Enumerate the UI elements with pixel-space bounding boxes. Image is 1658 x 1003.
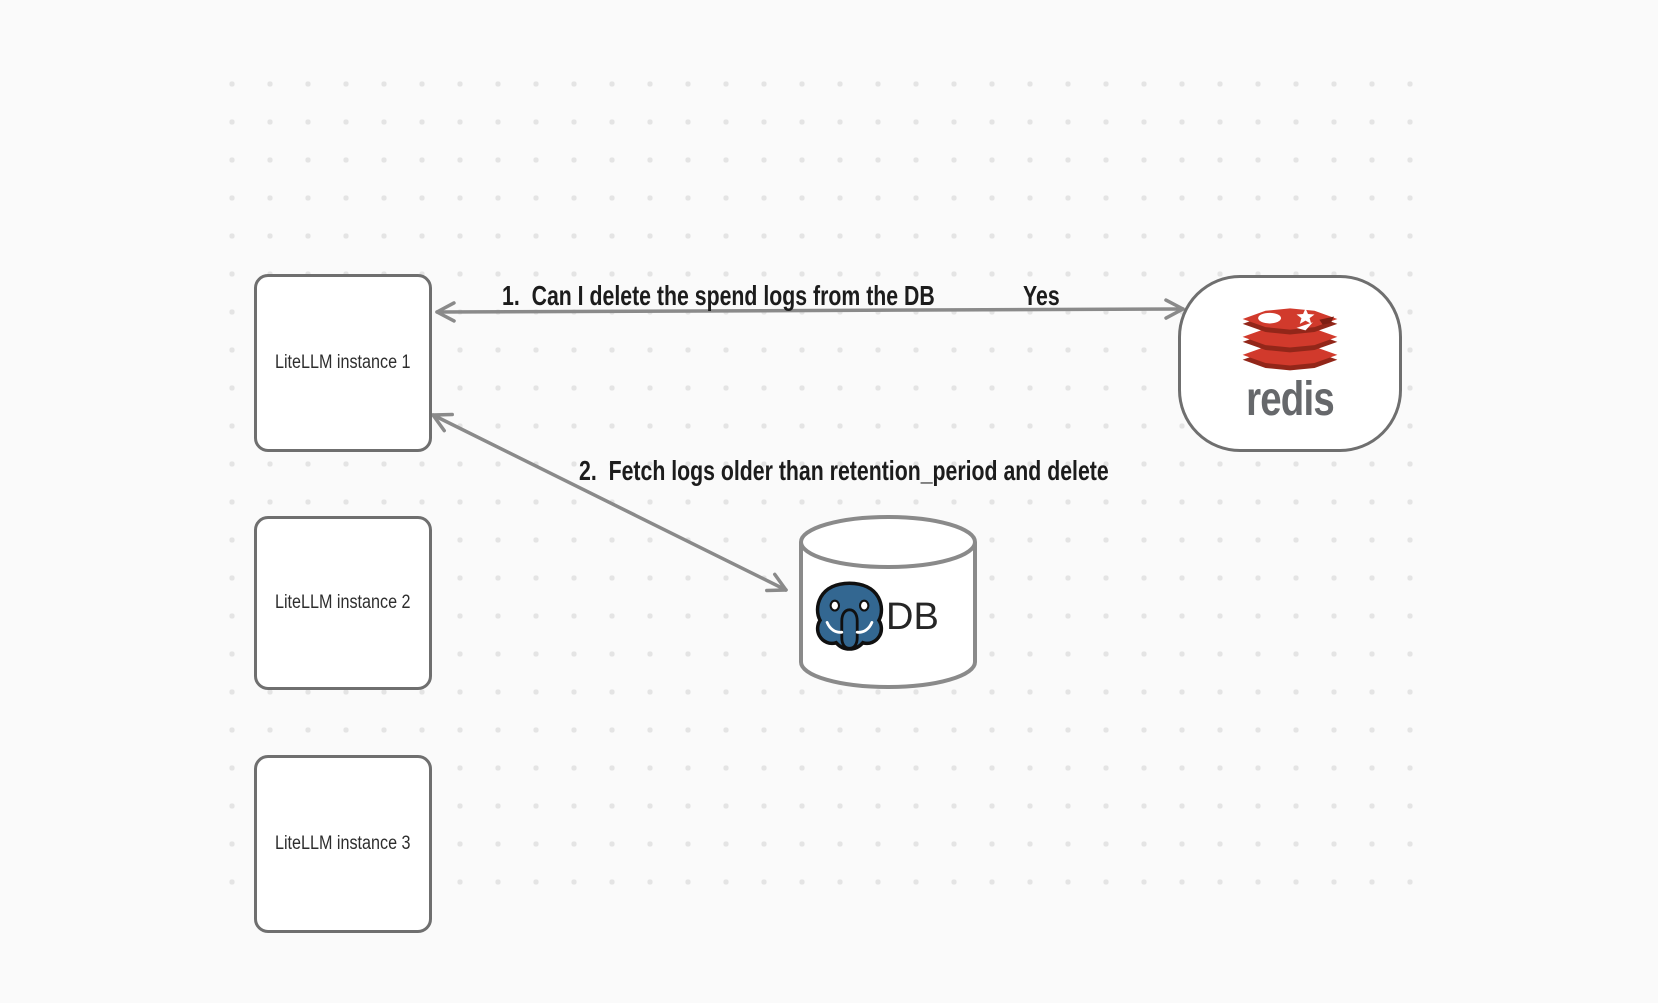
node-litellm-instance-2[interactable]: LiteLLM instance 2 — [254, 516, 432, 690]
node-database[interactable]: DB — [795, 511, 981, 693]
redis-wordmark: redis — [1246, 373, 1335, 426]
postgresql-elephant-icon — [815, 581, 884, 651]
edge-1-response-label[interactable]: Yes — [1023, 280, 1060, 311]
node-label: LiteLLM instance 3 — [275, 833, 411, 854]
node-label: LiteLLM instance 2 — [275, 592, 411, 613]
database-cylinder — [799, 515, 977, 689]
database-label: DB — [886, 596, 939, 638]
node-label: LiteLLM instance 1 — [275, 352, 411, 373]
edge-1-arrow[interactable] — [435, 298, 1185, 323]
edge-1-label[interactable]: 1. Can I delete the spend logs from the … — [502, 280, 935, 311]
edge-2-label[interactable]: 2. Fetch logs older than retention_perio… — [579, 455, 1109, 486]
edge-2-arrow[interactable] — [431, 412, 788, 593]
redis-logo-icon — [1242, 308, 1338, 371]
node-litellm-instance-1[interactable]: LiteLLM instance 1 — [254, 274, 432, 452]
node-redis[interactable]: redis — [1178, 275, 1402, 452]
node-litellm-instance-3[interactable]: LiteLLM instance 3 — [254, 755, 432, 933]
